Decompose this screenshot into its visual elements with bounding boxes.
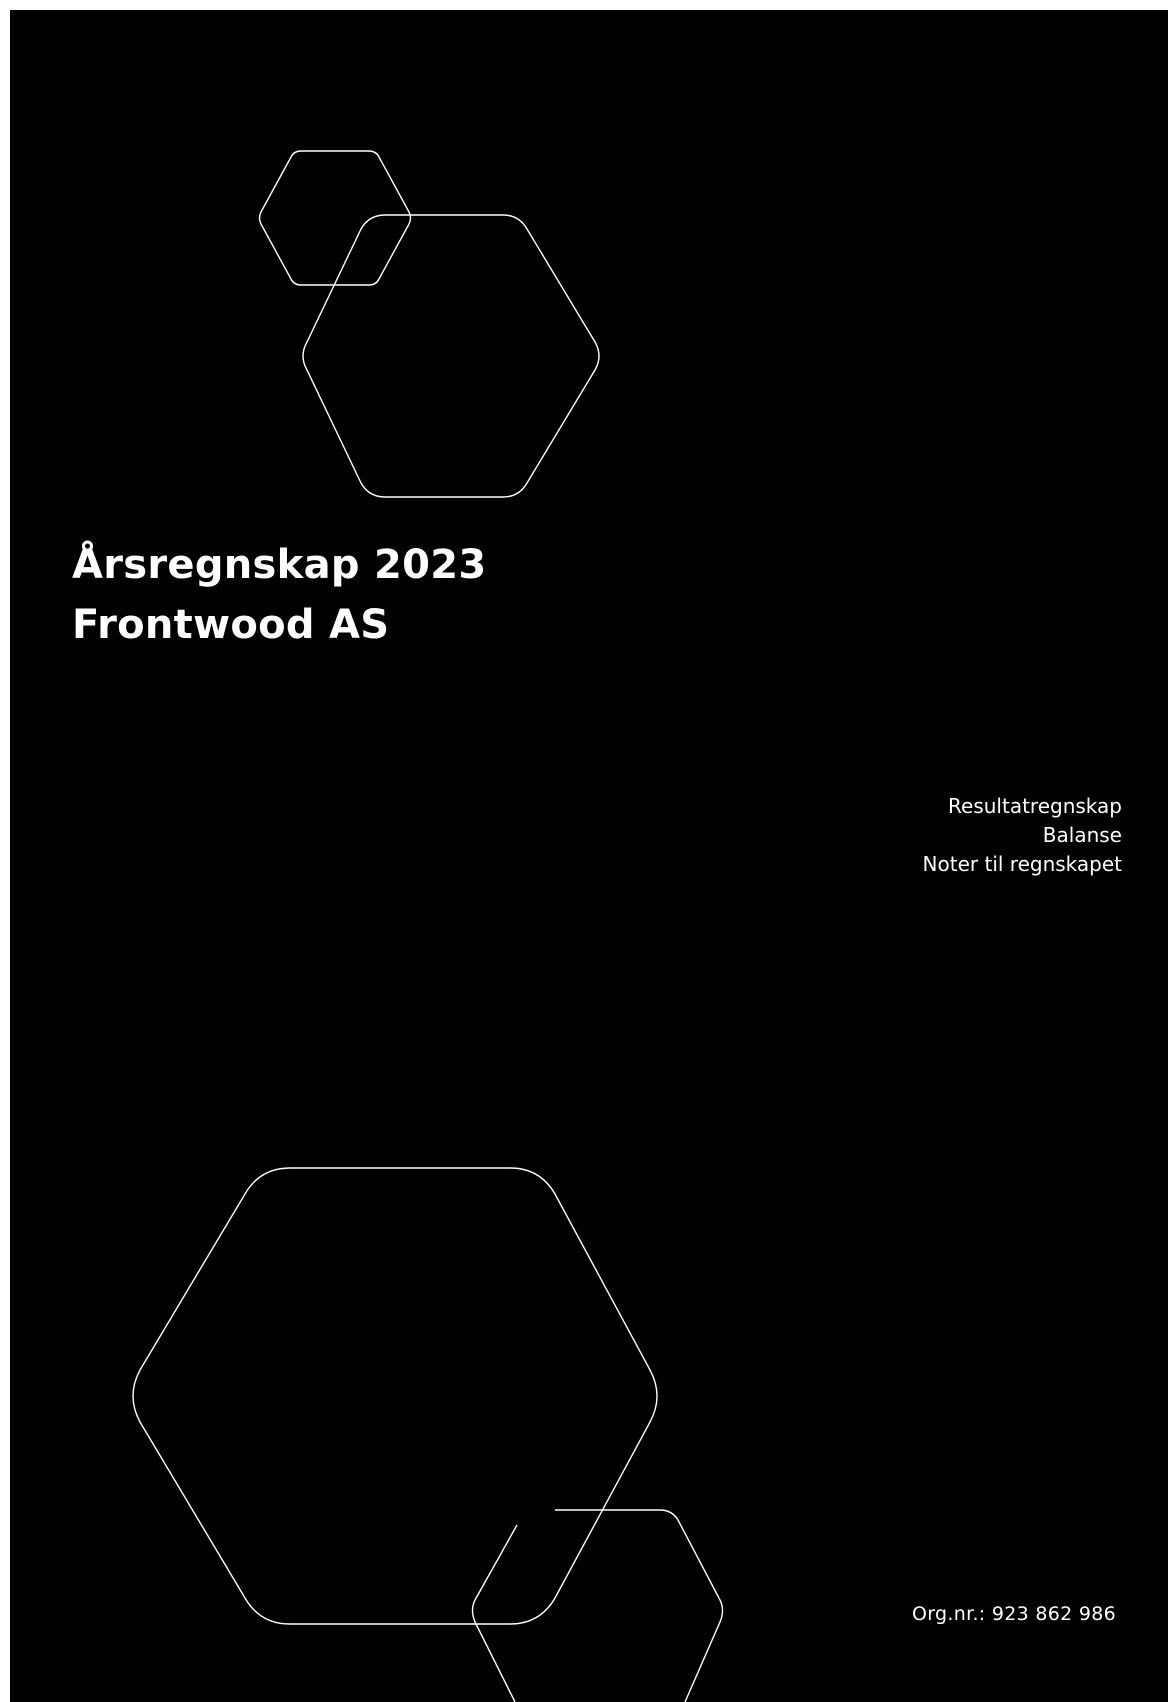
contents-item-resultatregnskap: Resultatregnskap (948, 794, 1122, 818)
cover-page: Årsregnskap 2023 Frontwood AS Resultatre… (10, 10, 1168, 1702)
company-name: Frontwood AS (72, 602, 390, 648)
hexagon-icon-small-top (258, 150, 412, 286)
hexagon-icon-large-top (302, 214, 600, 498)
organization-number: Org.nr.: 923 862 986 (912, 1603, 1116, 1625)
report-title-line-1: Årsregnskap 2023 (72, 542, 487, 588)
report-title: Årsregnskap 2023 Frontwood AS (72, 535, 487, 655)
contents-item-noter: Noter til regnskapet (922, 852, 1122, 876)
hexagon-decoration (132, 150, 724, 1702)
hexagon-icon-large-bottom (132, 1167, 658, 1625)
hexagon-icon-small-bottom (471, 1509, 724, 1702)
contents-item-balanse: Balanse (1042, 823, 1122, 847)
contents-list: Resultatregnskap Balanse Noter til regns… (923, 792, 1122, 879)
